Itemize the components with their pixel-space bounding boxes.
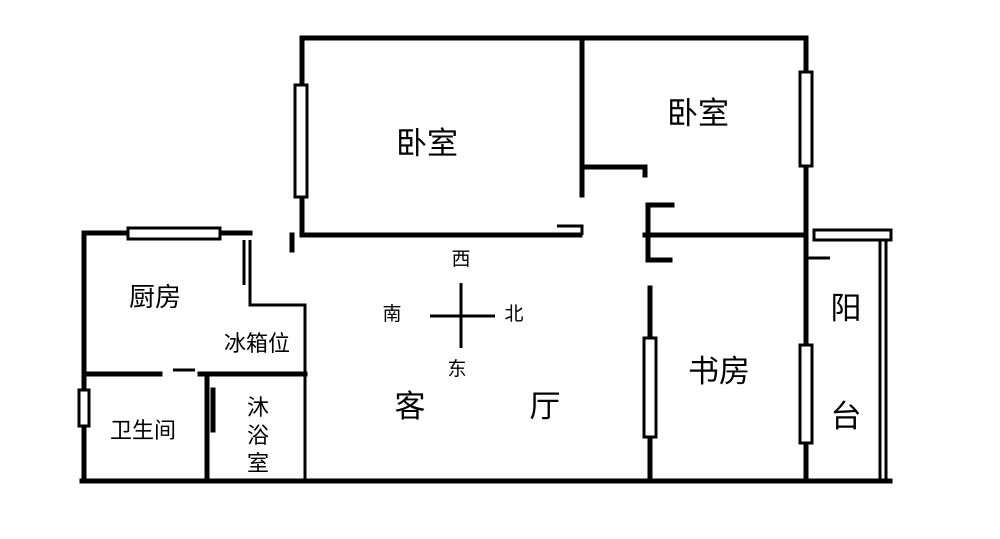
- label-balcony-1: 阳: [831, 291, 862, 327]
- window: [812, 228, 893, 242]
- window: [798, 70, 814, 168]
- compass: 西 南 北 东: [382, 248, 523, 380]
- label-living-1: 客: [395, 389, 426, 425]
- compass-east: 东: [447, 358, 466, 380]
- label-living-2: 厅: [530, 389, 561, 425]
- window: [642, 336, 658, 439]
- room-labels: 卧室 卧室 厨房 冰箱位 卫生间 沐 浴 室 客 厅 书房 阳 台: [110, 96, 862, 477]
- label-toilet: 卫生间: [110, 419, 176, 444]
- walls: [79, 35, 893, 484]
- compass-south: 南: [382, 303, 401, 325]
- compass-cross-icon: [430, 283, 495, 348]
- label-shower-1: 沐: [247, 396, 269, 421]
- windows: [77, 70, 893, 445]
- compass-west: 西: [451, 248, 470, 270]
- label-balcony-2: 台: [831, 399, 862, 435]
- label-fridge-spot: 冰箱位: [224, 332, 290, 357]
- label-shower-3: 室: [247, 452, 269, 477]
- window: [293, 83, 309, 199]
- label-bedroom-left: 卧室: [396, 126, 458, 162]
- label-bedroom-right: 卧室: [667, 96, 729, 132]
- window: [126, 226, 222, 241]
- window: [77, 388, 91, 428]
- window: [798, 343, 814, 445]
- compass-north: 北: [504, 303, 523, 325]
- label-kitchen: 厨房: [129, 283, 181, 313]
- label-study: 书房: [688, 354, 750, 390]
- label-shower-2: 浴: [247, 424, 269, 449]
